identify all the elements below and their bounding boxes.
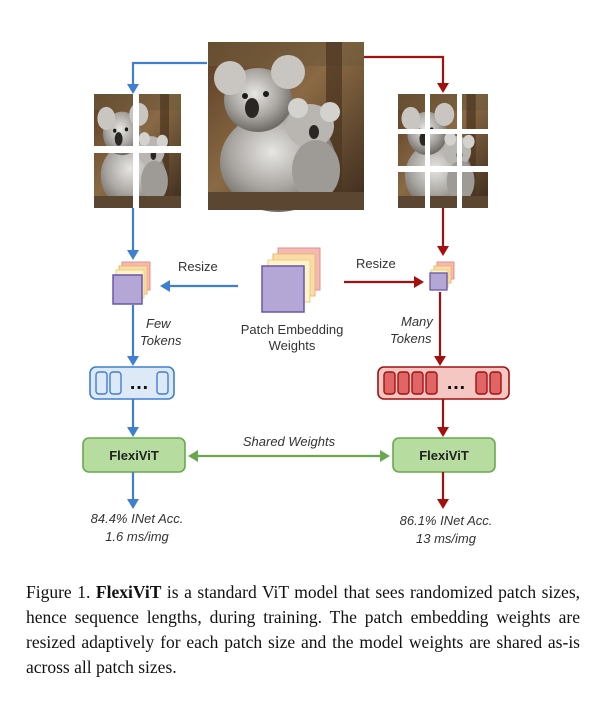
caption-prefix: Figure 1. [26,582,91,602]
right-model-to-result-arrow [437,472,449,509]
left-weights-to-tokens-arrow [127,305,139,366]
few-tokens-label-line1: Few [146,316,172,331]
figure-caption: Figure 1. FlexiViT is a standard ViT mod… [26,580,580,680]
shared-weights-label: Shared Weights [243,434,336,449]
left-model-label: FlexiViT [109,448,159,463]
right-token-sequence: … [377,366,510,400]
many-tokens-label-line2: Tokens [390,331,432,346]
right-patch-grid [398,94,488,208]
right-grid-to-weights-arrow [437,208,449,256]
left-resized-weights [112,261,151,305]
caption-body: is a standard ViT model that sees random… [26,582,581,677]
left-sequence-ellipsis: … [129,372,149,394]
right-model-label: FlexiViT [419,448,469,463]
right-split-arrow [364,55,449,93]
left-patch-grid [94,94,181,208]
shared-weights-arrow [188,450,390,462]
right-resized-weights [429,261,455,291]
right-resize-label: Resize [356,256,396,271]
left-resize-arrow [160,280,238,292]
left-token-sequence: … [89,366,175,400]
left-result-latency: 1.6 ms/img [105,529,169,544]
left-resize-label: Resize [178,259,218,274]
left-flexivit-model: FlexiViT [82,437,186,473]
many-tokens-label-line1: Many [401,314,434,329]
left-result-accuracy: 84.4% INet Acc. [91,511,184,526]
koala-photo [208,42,364,212]
weights-label-line2: Weights [269,338,316,353]
few-tokens-label-line2: Tokens [140,333,182,348]
right-result-latency: 13 ms/img [416,531,477,546]
left-grid-to-weights-arrow [127,208,139,260]
left-tokens-to-model-arrow [127,399,139,437]
right-resize-arrow [344,276,424,288]
left-split-arrow [127,61,207,94]
right-tokens-to-model-arrow [437,399,449,437]
right-weights-to-tokens-arrow [434,292,446,366]
left-model-to-result-arrow [127,472,139,509]
right-flexivit-model: FlexiViT [392,437,496,473]
caption-title: FlexiViT [95,582,162,602]
patch-embedding-weights [261,247,321,313]
right-result-accuracy: 86.1% INet Acc. [400,513,493,528]
right-sequence-ellipsis: … [446,372,466,394]
weights-label-line1: Patch Embedding [241,322,344,337]
figure-diagram: Resize Resize Patch Embedding Weights Fe… [82,42,510,546]
